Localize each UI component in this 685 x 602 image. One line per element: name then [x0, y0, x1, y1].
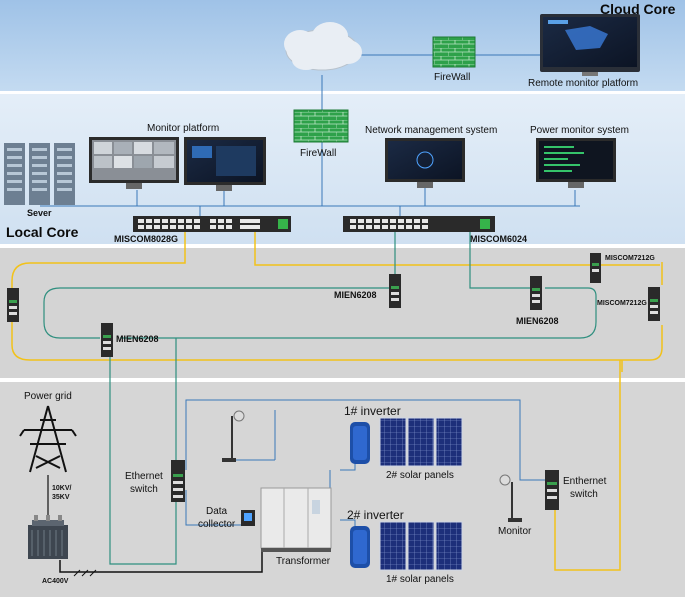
ac400-label: AC400V	[42, 578, 69, 585]
core-switch-left-label: MISCOM8028G	[114, 234, 178, 244]
green-ring-link	[43, 232, 597, 565]
field-band	[0, 382, 685, 597]
miscom7212g-b-label: MISCOM7212G	[597, 300, 647, 307]
ring-switch-left-icon	[7, 288, 19, 322]
cloud-firewall-label: FireWall	[434, 72, 470, 83]
core-switch-right-label: MISCOM6024	[470, 234, 527, 244]
monitor-label: Monitor	[498, 526, 532, 537]
ethernet-switch-right-icon	[545, 470, 559, 510]
transmission-tower-icon	[19, 405, 77, 473]
voltage-label-2: 35KV	[52, 494, 70, 501]
miscom7212g-a-label: MISCOM7212G	[605, 255, 655, 262]
cloud-firewall-icon	[432, 36, 476, 68]
monitor-platform-label: Monitor platform	[147, 123, 219, 134]
monitor-platform-screen-1	[89, 137, 179, 189]
inverter-1-icon	[350, 422, 370, 464]
transformer-label: Transformer	[276, 556, 331, 567]
miscom7212g-b-icon	[648, 287, 660, 321]
core-switch-left-icon	[133, 216, 291, 232]
data-collector-label-2: collector	[198, 519, 236, 530]
ethernet-switch-left-label-2: switch	[130, 484, 158, 495]
power-monitor-label: Power monitor system	[530, 125, 629, 136]
inverter-1-label: 1# inverter	[344, 404, 401, 418]
remote-monitor-label: Remote monitor platform	[528, 78, 638, 89]
cloud-core-title: Cloud Core	[600, 1, 676, 17]
network-management-screen	[385, 138, 465, 188]
server-label: Sever	[27, 208, 52, 218]
power-grid-label: Power grid	[24, 391, 72, 402]
mien6208-c-label: MIEN6208	[516, 316, 559, 326]
solar-panels-1-label: 1# solar panels	[386, 574, 454, 585]
local-firewall-label: FireWall	[300, 148, 336, 159]
ethernet-switch-right-label-1: Enthernet	[563, 476, 607, 487]
voltage-label-1: 10KV/	[52, 485, 72, 492]
mien6208-a-icon	[101, 323, 113, 357]
ring-band	[0, 248, 685, 378]
camera-right-icon	[499, 474, 522, 522]
remote-monitor-icon	[540, 14, 640, 76]
server-rack-icon	[4, 143, 75, 205]
internet-cloud-icon	[284, 22, 362, 71]
mien6208-b-icon	[389, 274, 401, 308]
yellow-ring-link	[11, 232, 663, 571]
transformer-cabinet-icon	[260, 487, 332, 552]
solar-panels-2-icon	[379, 417, 463, 467]
local-firewall-icon	[293, 109, 349, 143]
monitor-platform-screen-2	[184, 137, 266, 191]
solar-panels-2-label: 2# solar panels	[386, 470, 454, 481]
local-core-title: Local Core	[6, 224, 79, 240]
power-monitor-screen	[536, 138, 616, 188]
inverter-2-icon	[350, 526, 370, 568]
miscom7212g-a-icon	[590, 253, 601, 283]
data-collector-label-1: Data	[206, 506, 228, 517]
network-management-label: Network management system	[365, 125, 497, 136]
camera-left-icon	[222, 410, 245, 462]
grid-transformer-icon	[28, 515, 68, 559]
mien6208-a-label: MIEN6208	[116, 334, 159, 344]
core-switch-right-icon	[343, 216, 495, 232]
mien6208-c-icon	[530, 276, 542, 310]
ethernet-switch-left-icon	[171, 460, 185, 502]
data-collector-icon	[241, 510, 255, 526]
mien6208-b-label: MIEN6208	[334, 290, 377, 300]
ethernet-switch-right-label-2: switch	[570, 489, 598, 500]
ethernet-switch-left-label-1: Ethernet	[125, 471, 163, 482]
solar-panels-1-icon	[379, 521, 463, 571]
inverter-2-label: 2# inverter	[347, 508, 404, 522]
